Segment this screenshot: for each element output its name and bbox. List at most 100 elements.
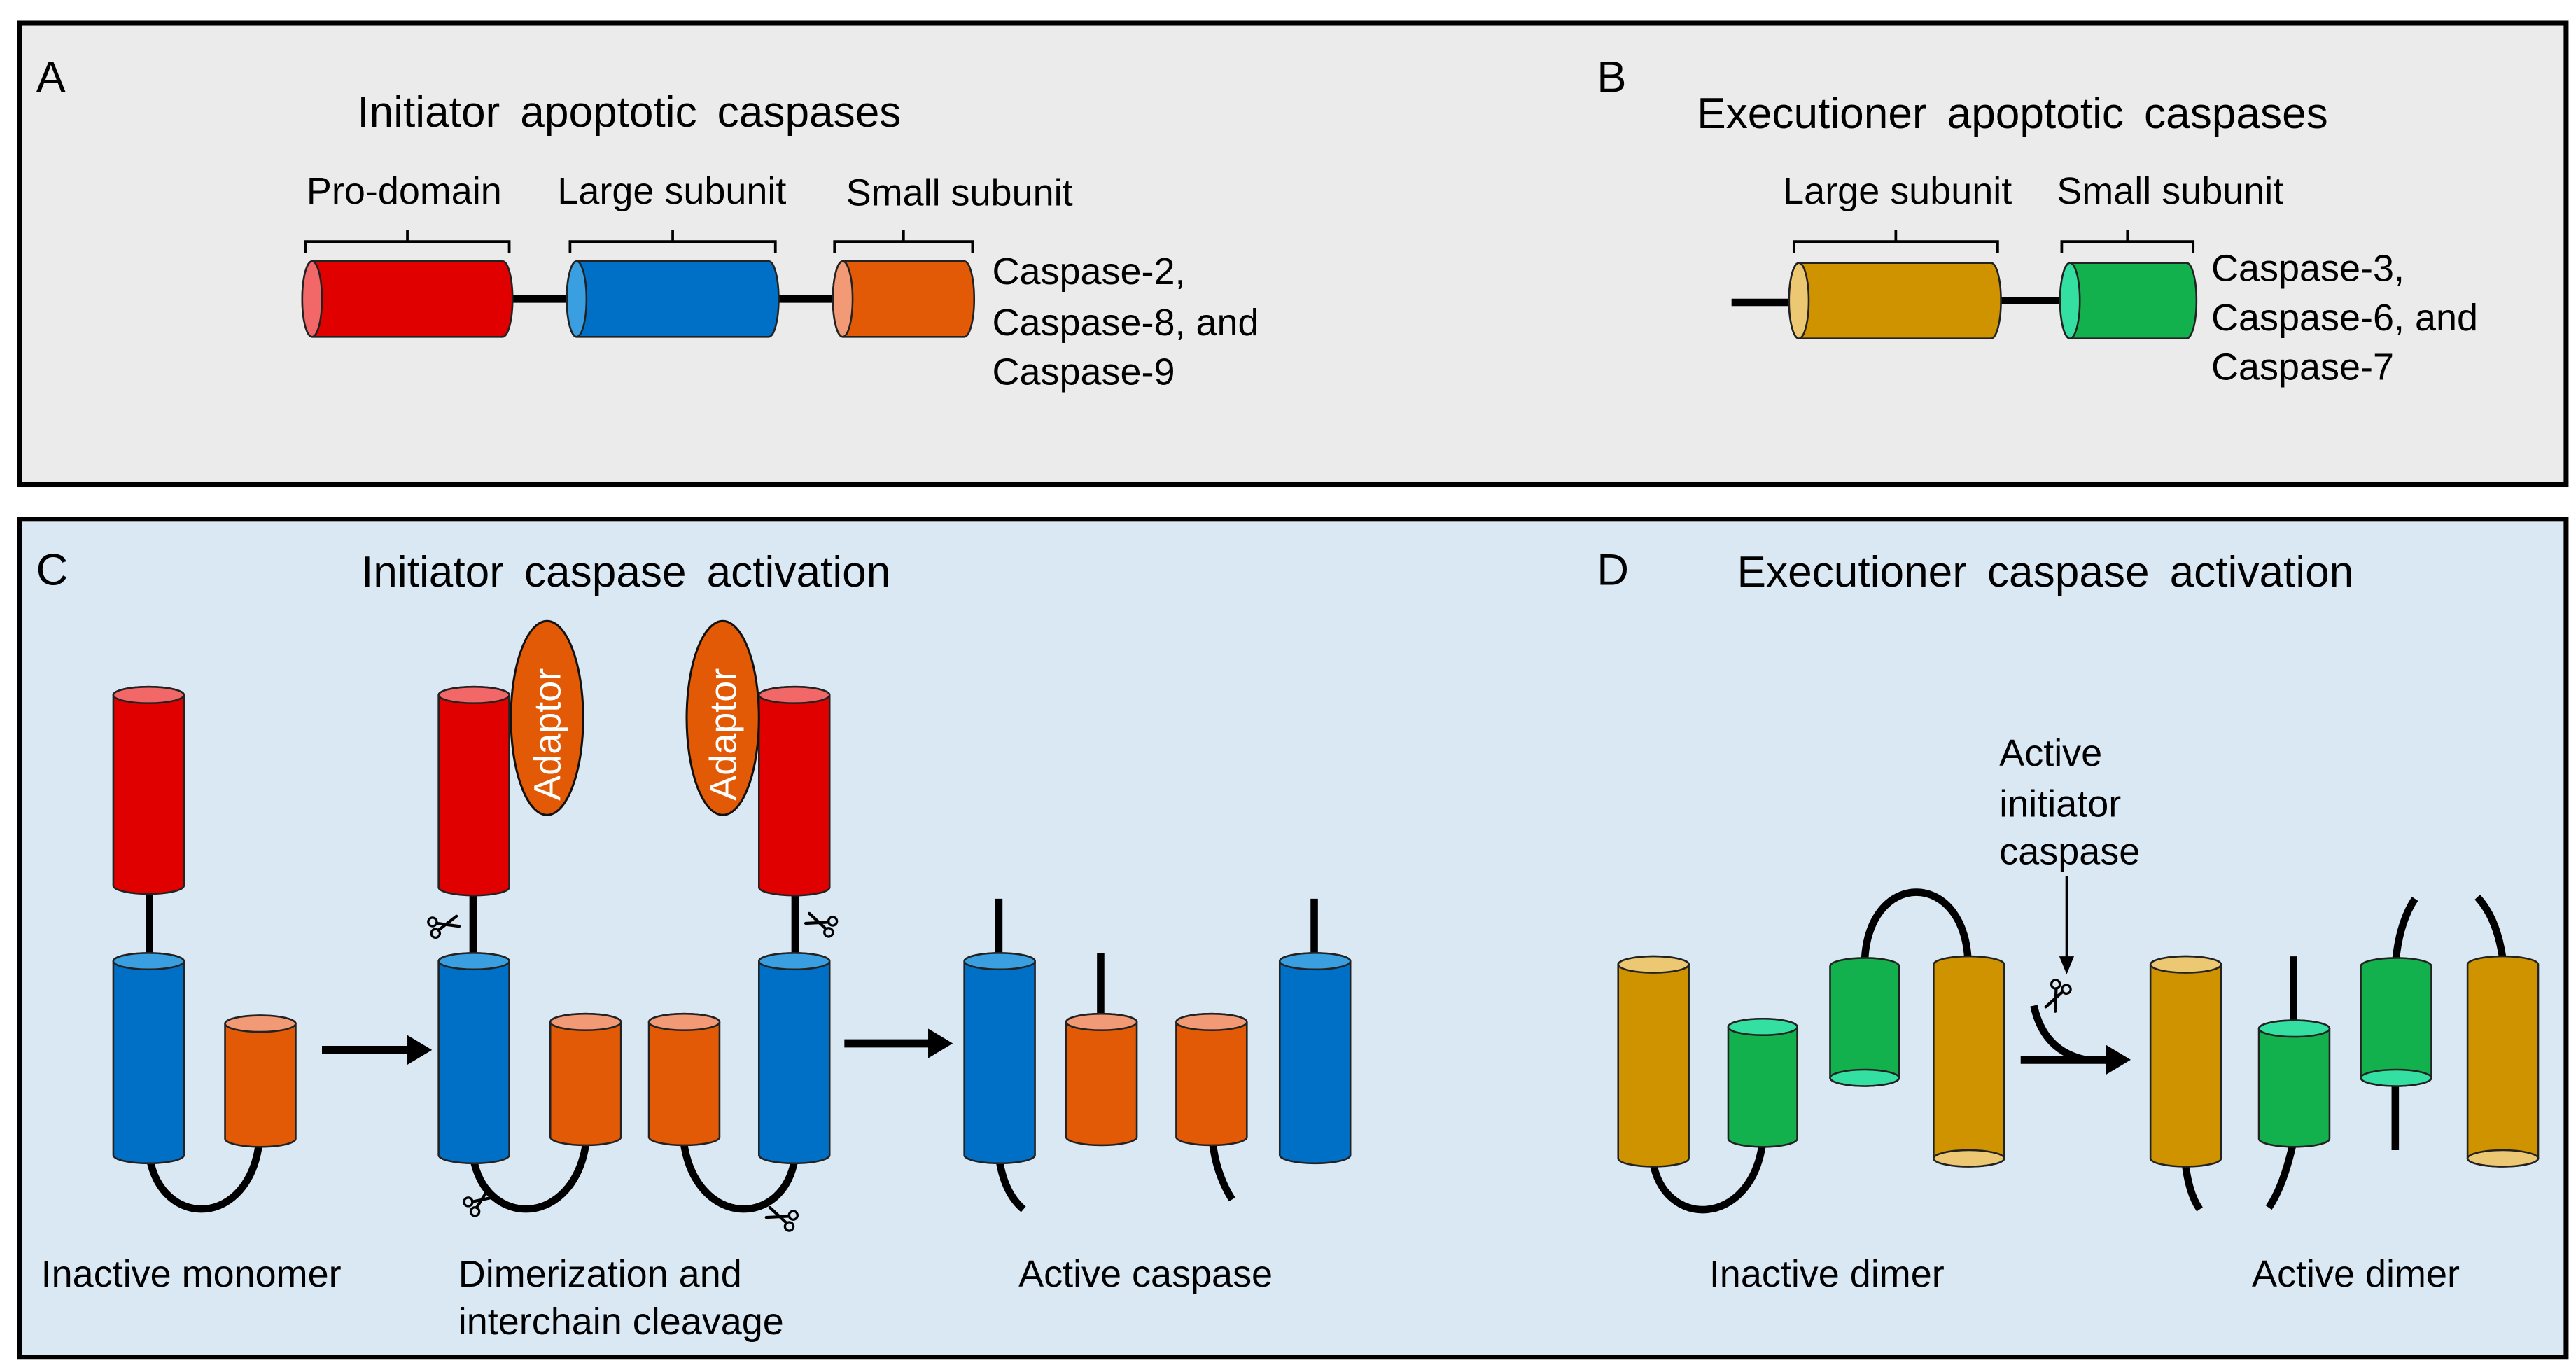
- small-subunit-body: [1727, 1017, 1798, 1148]
- large-subunit-end-cap: [438, 952, 510, 971]
- cleaved-linker: [2265, 1141, 2297, 1210]
- arrow-right-icon: [322, 1035, 433, 1065]
- small-subunit-label: Small subunit: [2057, 170, 2283, 212]
- large-subunit-label: Large subunit: [557, 170, 786, 212]
- panel-c-title: Initiator caspase activation: [361, 548, 890, 596]
- panel-b-letter: B: [1597, 53, 1626, 102]
- small-subunit-body: [224, 1014, 297, 1148]
- large-subunit-body: [112, 952, 186, 1165]
- active-dimer-label: Active dimer: [2252, 1253, 2460, 1295]
- initiator-member-label: Caspase-8, and: [993, 302, 1259, 344]
- large-subunit-cylinder: [1788, 262, 2002, 340]
- panel-c-letter: C: [36, 546, 69, 595]
- large-subunit-body: [438, 952, 510, 1165]
- large-subunit-cylinder: [438, 952, 510, 1165]
- small-subunit-end-cap: [648, 1012, 721, 1031]
- large-subunit-end-cap: [112, 952, 186, 971]
- small-subunit-end-cap: [832, 260, 854, 338]
- small-subunit-end-cap: [1829, 1068, 1900, 1087]
- large-subunit-body: [1617, 955, 1690, 1168]
- linkers: [146, 295, 2507, 1214]
- small-subunit-body: [2258, 1019, 2331, 1148]
- large-subunit-end-cap: [963, 952, 1036, 971]
- small-subunit-cylinder: [1829, 957, 1900, 1087]
- pro-domain-cylinder: [757, 685, 831, 897]
- dimerization-label: interchain cleavage: [458, 1301, 784, 1343]
- adaptor-ellipse: [510, 620, 584, 816]
- large-subunit-cylinder: [1617, 955, 1690, 1168]
- large-subunit-end-cap: [1933, 1149, 2005, 1168]
- small-subunit-body: [1065, 1012, 1138, 1147]
- activator-label: initiator: [1999, 783, 2121, 825]
- small-subunit-cylinder: [1727, 1017, 1798, 1148]
- panel-cd-frame: [17, 517, 2569, 1360]
- large-subunit-cylinder: [2466, 955, 2540, 1168]
- large-subunit-cylinder: [112, 952, 186, 1165]
- large-subunit-body: [566, 260, 780, 338]
- large-subunit-body: [2466, 955, 2540, 1168]
- small-subunit-cylinder: [2360, 957, 2432, 1087]
- inactive-dimer-label: Inactive dimer: [1709, 1253, 1945, 1295]
- initiator-member-label: Caspase-9: [993, 351, 1175, 393]
- small-subunit-body: [2360, 957, 2432, 1087]
- large-subunit-cylinder: [1278, 952, 1352, 1165]
- small-subunit-cylinder: [648, 1012, 721, 1147]
- executioner-member-label: Caspase-7: [2211, 346, 2394, 388]
- panel-d-letter: D: [1597, 546, 1629, 595]
- small-subunit-bracket: [833, 230, 974, 253]
- small-subunit-cylinder: [1065, 1012, 1138, 1147]
- interchain-linker: [146, 1140, 264, 1213]
- small-subunit-body: [1829, 957, 1900, 1087]
- cleaved-linker: [1208, 1140, 1236, 1202]
- large-subunit-cylinder: [1933, 955, 2005, 1168]
- pro-domain-bracket: [304, 230, 511, 253]
- pro-domain-body: [301, 260, 514, 338]
- panel-a-letter: A: [36, 53, 66, 102]
- large-subunit-body: [1933, 955, 2005, 1168]
- dimerization-label: Dimerization and: [458, 1253, 742, 1295]
- arrow-right-icon: [2020, 1004, 2131, 1075]
- large-subunit-end-cap: [2466, 1149, 2540, 1168]
- large-subunit-cylinder: [566, 260, 780, 338]
- small-subunit-end-cap: [1727, 1017, 1798, 1037]
- arrow-down-icon: [2059, 876, 2075, 974]
- caspase-domains: [112, 260, 2540, 1168]
- small-subunit-label: Small subunit: [846, 172, 1073, 214]
- executioner-member-label: Caspase-3,: [2211, 247, 2404, 289]
- panel-b-title: Executioner apoptotic caspases: [1697, 90, 2328, 138]
- large-subunit-end-cap: [757, 952, 831, 971]
- adaptor-left: Adaptor: [510, 620, 584, 816]
- inactive-monomer-label: Inactive monomer: [41, 1253, 342, 1295]
- interchain-linker: [1861, 888, 1972, 967]
- adaptor-ellipse: [685, 620, 760, 816]
- active-caspase-label: Active caspase: [1018, 1253, 1273, 1295]
- pro-domain-cylinder: [301, 260, 514, 338]
- large-subunit-end-cap: [1278, 952, 1352, 971]
- pro-domain-label: Pro-domain: [307, 170, 502, 212]
- small-subunit-cylinder: [549, 1012, 622, 1147]
- adaptor-label: Adaptor: [526, 668, 568, 801]
- small-subunit-cylinder: [1175, 1012, 1248, 1147]
- small-subunit-body: [1175, 1012, 1248, 1147]
- large-subunit-end-cap: [2149, 955, 2222, 974]
- executioner-member-label: Caspase-6, and: [2211, 297, 2478, 339]
- small-subunit-cylinder: [832, 260, 976, 338]
- arrowhead: [928, 1028, 953, 1058]
- small-subunit-body: [832, 260, 976, 338]
- large-subunit-body: [1788, 262, 2002, 340]
- large-subunit-end-cap: [566, 260, 588, 338]
- pro-domain-body: [438, 685, 510, 897]
- large-subunit-end-cap: [1788, 262, 1810, 340]
- adaptor-right: Adaptor: [685, 620, 760, 816]
- small-subunit-cylinder: [2258, 1019, 2331, 1148]
- arrowhead: [407, 1035, 433, 1065]
- large-subunit-bracket: [1792, 230, 1999, 253]
- large-subunit-cylinder: [2149, 955, 2222, 1168]
- pro-domain-cylinder: [438, 685, 510, 897]
- small-subunit-end-cap: [224, 1014, 297, 1033]
- small-subunit-end-cap: [2059, 262, 2081, 340]
- arrow-right-icon: [844, 1028, 953, 1058]
- activator-label: Active: [1999, 732, 2102, 774]
- small-subunit-end-cap: [549, 1012, 622, 1031]
